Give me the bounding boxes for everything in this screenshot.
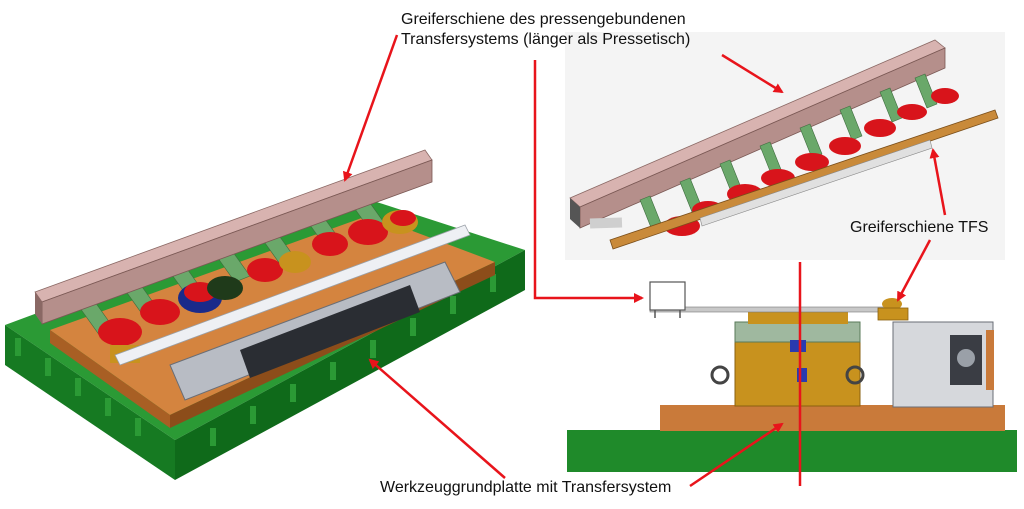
right-side-view xyxy=(567,281,1017,472)
left-tool-stations xyxy=(98,210,418,363)
side-gripper-box xyxy=(649,281,686,311)
left-tool-assembly xyxy=(5,149,525,480)
label-line-2: Transfersystems (länger als Pressetisch) xyxy=(401,31,691,48)
left-tfs-cover xyxy=(240,285,420,378)
label-tfs-gripper-rail: Greiferschiene TFS xyxy=(850,219,989,236)
label-tool-base-plate: Werkzeuggrundplatte mit Transfersystem xyxy=(380,479,672,496)
right-tfs-rail xyxy=(609,109,999,250)
arrow-tfs-lower xyxy=(896,239,932,302)
right-top-rails xyxy=(565,32,1005,260)
arrow-right-rail xyxy=(721,53,784,94)
left-plate-front xyxy=(50,330,170,428)
side-plate xyxy=(660,405,1005,431)
arrow-side-gripper xyxy=(533,60,644,303)
arrow-tfs-upper xyxy=(929,148,947,216)
arrow-side-plate xyxy=(689,422,784,488)
label-press-gripper-rail: Greiferschiene des pressengebundenen Tra… xyxy=(401,10,690,50)
arrow-left-rail xyxy=(342,34,399,182)
left-base-side xyxy=(175,250,525,480)
callout-arrows xyxy=(342,34,947,488)
press-table xyxy=(567,430,1017,472)
label-line-1: Greiferschiene des pressengebundenen xyxy=(401,11,686,28)
left-white-rail xyxy=(114,224,471,366)
left-base-notches xyxy=(15,274,496,446)
arrow-left-plate xyxy=(368,358,506,479)
